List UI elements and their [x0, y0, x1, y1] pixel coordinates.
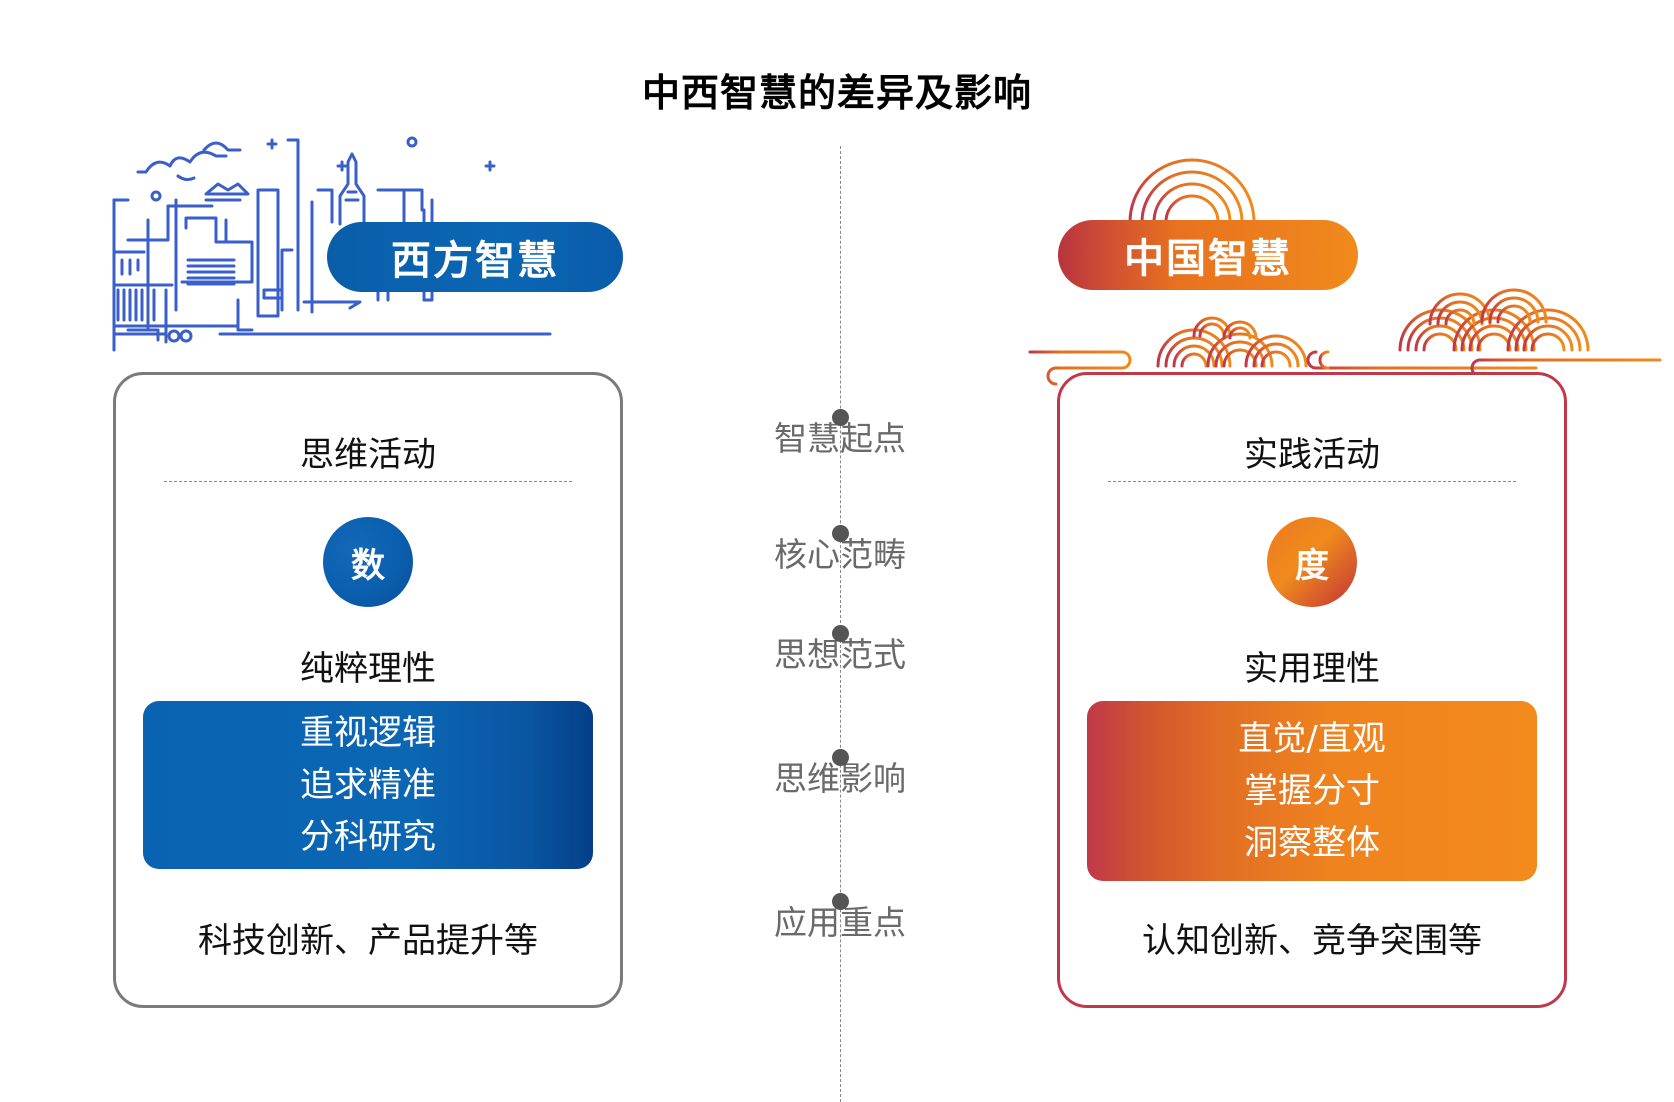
axis-dot: [832, 893, 849, 910]
east-trait: 洞察整体: [1244, 823, 1380, 863]
divider: [164, 481, 572, 482]
auspicious-cloud-icon: [1028, 158, 1662, 386]
page-title: 中西智慧的差异及影响: [641, 71, 1032, 115]
divider: [1108, 481, 1516, 482]
axis-item-application: 应用重点: [700, 893, 980, 942]
axis-dot: [832, 525, 849, 542]
axis-label: 思维影响: [774, 759, 906, 798]
axis-dot: [832, 749, 849, 766]
east-origin: 实践活动: [1244, 435, 1380, 475]
west-origin: 思维活动: [300, 435, 436, 475]
east-traits-box: 直觉/直观 掌握分寸 洞察整体: [1087, 701, 1537, 881]
chinese-wisdom-badge: 中国智慧: [1058, 220, 1358, 290]
axis-label: 智慧起点: [774, 419, 906, 458]
axis-dot: [832, 409, 849, 426]
west-trait: 追求精准: [300, 765, 436, 805]
axis-label: 思想范式: [774, 635, 906, 674]
axis-label: 核心范畴: [774, 535, 906, 574]
city-skyline-icon: [112, 136, 552, 352]
axis-item-origin: 智慧起点: [700, 409, 980, 458]
east-trait: 掌握分寸: [1244, 771, 1380, 811]
axis-label: 应用重点: [774, 903, 906, 942]
west-wisdom-badge: 西方智慧: [327, 222, 623, 292]
west-trait: 重视逻辑: [300, 713, 436, 753]
center-divider: [840, 146, 841, 1102]
west-application: 科技创新、产品提升等: [198, 921, 538, 961]
axis-item-paradigm: 思想范式: [700, 625, 980, 674]
west-paradigm: 纯粹理性: [300, 649, 436, 689]
east-application: 认知创新、竞争突围等: [1142, 921, 1482, 961]
east-paradigm: 实用理性: [1244, 649, 1380, 689]
axis-item-influence: 思维影响: [700, 749, 980, 798]
east-trait: 直觉/直观: [1238, 719, 1386, 759]
west-core-badge: 数: [323, 517, 413, 607]
west-wisdom-card: 思维活动 数 纯粹理性 重视逻辑 追求精准 分科研究 科技创新、产品提升等: [113, 372, 623, 1008]
axis-item-core: 核心范畴: [700, 525, 980, 574]
chinese-wisdom-card: 实践活动 度 实用理性 直觉/直观 掌握分寸 洞察整体 认知创新、竞争突围等: [1057, 372, 1567, 1008]
west-traits-box: 重视逻辑 追求精准 分科研究: [143, 701, 593, 869]
axis-dot: [832, 625, 849, 642]
east-core-badge: 度: [1267, 517, 1357, 607]
west-trait: 分科研究: [300, 817, 436, 857]
